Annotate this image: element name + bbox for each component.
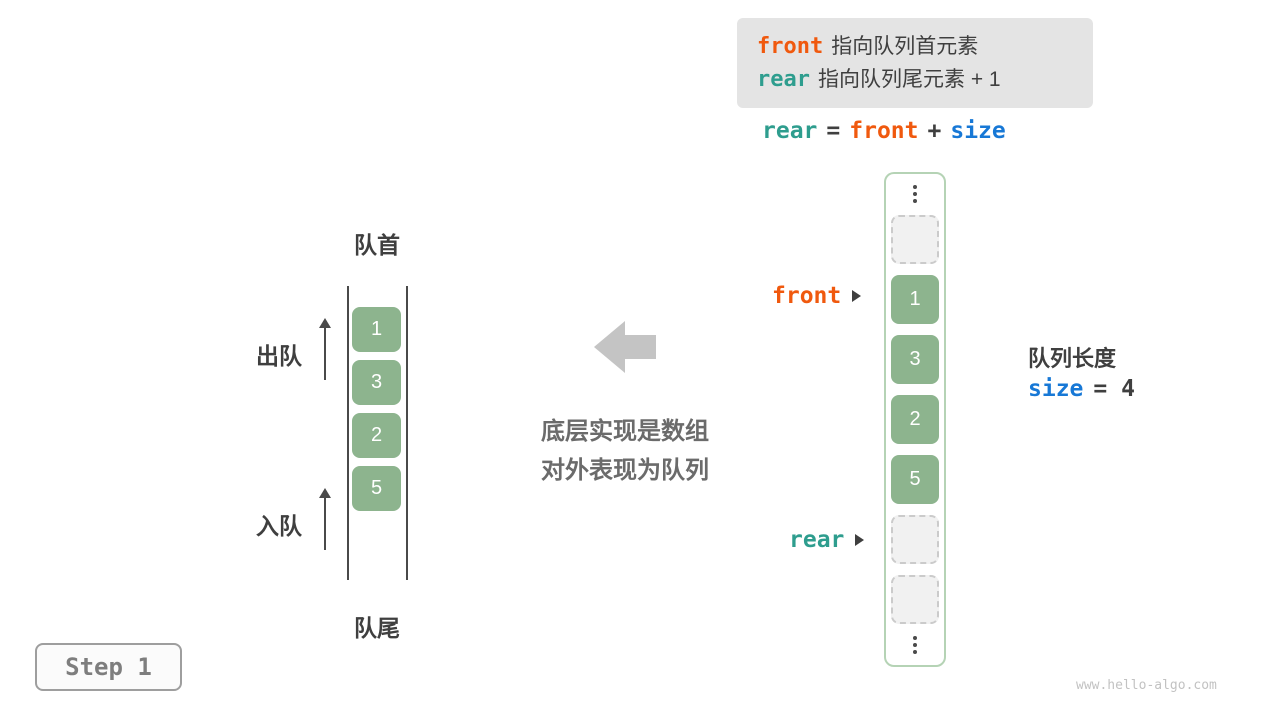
equation-plus: + bbox=[927, 118, 942, 144]
arrow-left-icon bbox=[594, 321, 656, 373]
queue-cell: 1 bbox=[352, 307, 401, 352]
dequeue-label: 出队 bbox=[256, 343, 302, 369]
equation-equals: = bbox=[826, 118, 841, 144]
note-line-front: front 指向队列首元素 bbox=[757, 30, 1073, 63]
front-keyword: front bbox=[757, 34, 824, 59]
front-pointer-label: front bbox=[772, 283, 842, 309]
equation-size: size bbox=[950, 118, 1006, 144]
queue-rail-right bbox=[406, 286, 408, 580]
array-cell: 2 bbox=[891, 395, 939, 444]
array-cell-empty bbox=[891, 515, 939, 564]
note-rear-text: 指向队列尾元素 + 1 bbox=[817, 68, 1001, 91]
step-badge: Step 1 bbox=[35, 643, 182, 691]
array-cell: 5 bbox=[891, 455, 939, 504]
arrow-right-icon bbox=[855, 534, 865, 546]
equation-front: front bbox=[849, 118, 919, 144]
queue-cell: 2 bbox=[352, 413, 401, 458]
rear-pointer: rear bbox=[789, 527, 865, 553]
rear-pointer-label: rear bbox=[789, 527, 845, 553]
queue-rail-left bbox=[347, 286, 349, 580]
queue-length-label: 队列长度 bbox=[1028, 346, 1117, 371]
note-line-rear: rear 指向队列尾元素 + 1 bbox=[757, 63, 1073, 96]
array-cell: 1 bbox=[891, 275, 939, 324]
array-cell: 3 bbox=[891, 335, 939, 384]
queue-cell: 5 bbox=[352, 466, 401, 511]
queue-head-label: 队首 bbox=[354, 232, 400, 258]
watermark: www.hello-algo.com bbox=[1076, 678, 1217, 693]
enqueue-arrow-icon bbox=[319, 488, 331, 550]
queue-cells: 1 3 2 5 bbox=[352, 307, 401, 511]
size-keyword: size bbox=[1028, 376, 1084, 402]
rear-equation: rear = front + size bbox=[762, 118, 1015, 144]
caption-line-1: 底层实现是数组 bbox=[541, 418, 709, 445]
caption: 底层实现是数组 对外表现为队列 bbox=[510, 412, 740, 490]
dequeue-arrow-icon bbox=[319, 318, 331, 380]
rear-keyword: rear bbox=[757, 67, 810, 92]
array-cell-empty bbox=[891, 215, 939, 264]
ellipsis-top-icon bbox=[913, 184, 917, 204]
note-front-text: 指向队列首元素 bbox=[831, 35, 979, 58]
array-container: 1 3 2 5 bbox=[884, 172, 946, 667]
enqueue-label: 入队 bbox=[256, 513, 302, 539]
queue-tail-label: 队尾 bbox=[354, 615, 400, 641]
size-value: size = 4 bbox=[1028, 376, 1135, 402]
array-cell-empty bbox=[891, 575, 939, 624]
size-number: = 4 bbox=[1093, 376, 1135, 402]
queue-cell: 3 bbox=[352, 360, 401, 405]
arrow-right-icon bbox=[852, 290, 862, 302]
pointer-note-box: front 指向队列首元素 rear 指向队列尾元素 + 1 bbox=[737, 18, 1093, 108]
caption-line-2: 对外表现为队列 bbox=[541, 457, 709, 484]
ellipsis-bottom-icon bbox=[913, 635, 917, 655]
front-pointer: front bbox=[772, 283, 862, 309]
equation-rear: rear bbox=[762, 118, 818, 144]
